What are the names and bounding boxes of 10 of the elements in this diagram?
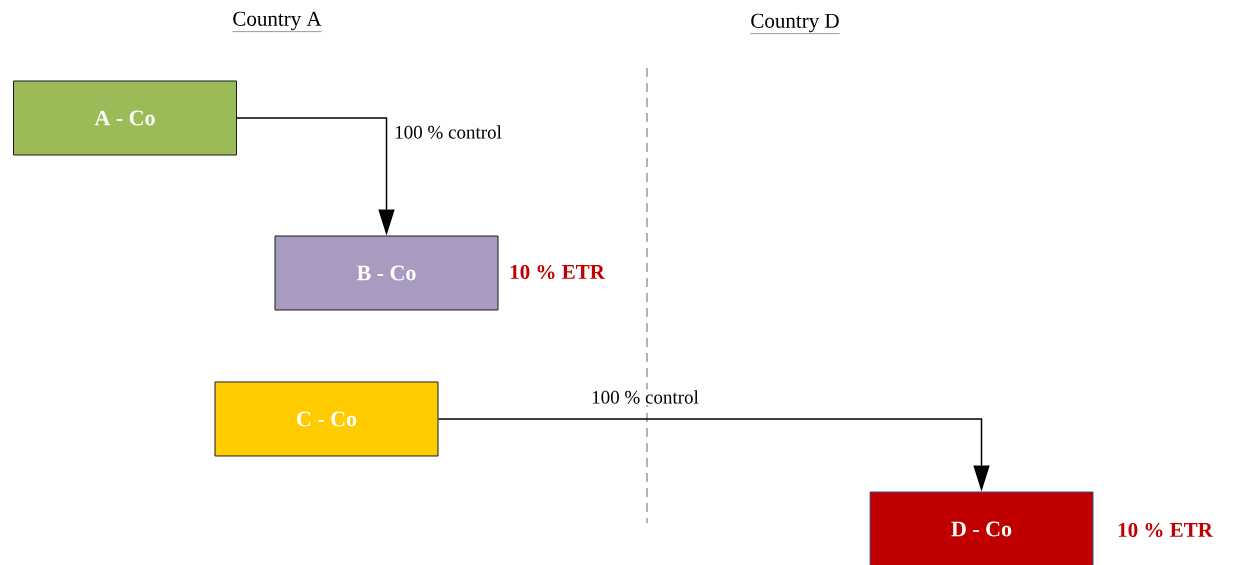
edge-label: 100 % control xyxy=(590,389,700,405)
rate-label: 10 % ETR xyxy=(1118,522,1214,538)
rate-label: 10 % ETR xyxy=(510,264,606,280)
company-box: C - Co xyxy=(214,381,439,457)
edge-label: 100 % control xyxy=(393,124,503,140)
company-box: A - Co xyxy=(13,80,237,156)
country-heading: Country D xyxy=(750,13,840,34)
company-box: B - Co xyxy=(274,235,499,311)
country-heading: Country A xyxy=(232,11,322,32)
company-box: D - Co xyxy=(869,491,1094,565)
